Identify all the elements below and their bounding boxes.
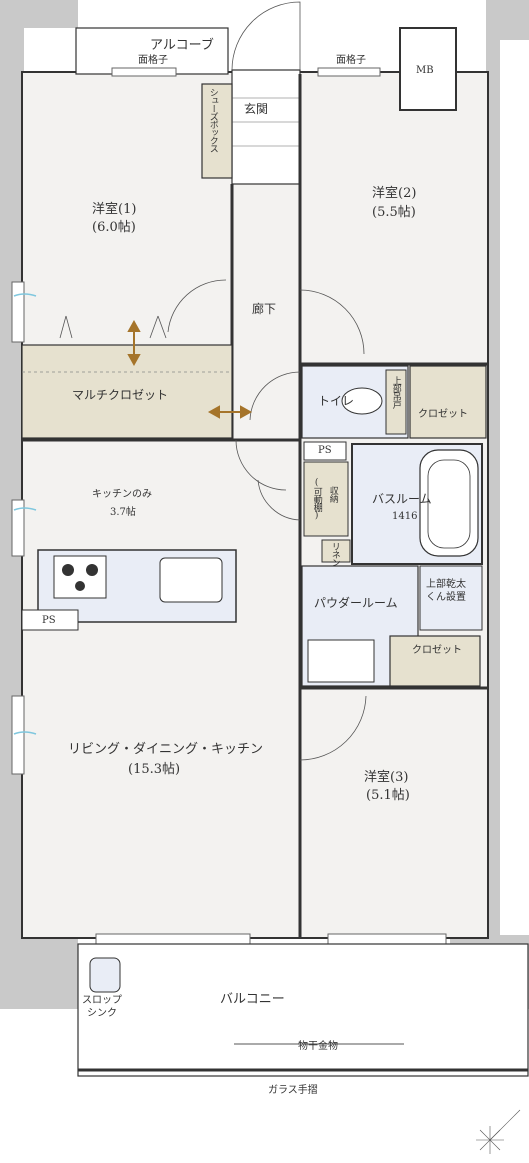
closet-upper-label: クロゼット (418, 409, 468, 420)
balcony-label: バルコニー (220, 992, 285, 1007)
kitchen-sink (159, 557, 223, 603)
ps-mid-label: PS (318, 445, 332, 456)
toilet-fixture (341, 387, 383, 415)
alcove-area (75, 27, 229, 75)
mb-box (399, 27, 457, 111)
western-room-2-size: (5.5帖) (372, 205, 416, 220)
western-room-3-size: (5.1帖) (366, 788, 410, 803)
multi-closet (21, 344, 233, 439)
corridor-label: 廊下 (252, 302, 277, 316)
bath-size-label: 1416 (392, 511, 418, 522)
bathroom-label: バスルーム (372, 492, 432, 506)
linen-label: リネン (329, 542, 340, 566)
window-bottom-left (95, 933, 251, 945)
window-top-left (111, 67, 177, 77)
alcove-label: アルコーブ (150, 38, 214, 53)
entrance-label: 玄関 (244, 102, 269, 116)
closet-lower-label: クロゼット (412, 645, 462, 656)
linen-box (321, 539, 351, 563)
kitchen-only-label: キッチンのみ (92, 489, 152, 500)
kitchen-size-label: 3.7帖 (110, 507, 136, 518)
shoe-box (201, 83, 233, 179)
ps-kitchen-label: PS (42, 615, 56, 626)
ldk-size: (15.3帖) (128, 762, 181, 777)
stove (53, 555, 107, 599)
multi-closet-label: マルチクロゼット (72, 388, 169, 402)
slop-sink-label: スロップシンク (82, 995, 122, 1019)
powder-room-label: パウダールーム (314, 596, 398, 610)
compass-icon (476, 1109, 521, 1154)
upper-storage-label: 上部吊戸 (390, 376, 401, 408)
balcony-area (77, 943, 529, 1077)
window-left-2 (11, 499, 25, 557)
toilet-label: トイレ (318, 394, 355, 408)
shoe-box-label: シューズボックス (207, 88, 218, 152)
dryer-label: 上部乾太くん設置 (426, 579, 466, 603)
entrance-area (231, 69, 301, 185)
window-bottom-right (327, 933, 447, 945)
grille-right-label: 面格子 (336, 55, 366, 66)
western-room-1-name: 洋室(1) (92, 202, 137, 217)
ldk-name: リビング・ダイニング・キッチン (68, 742, 264, 757)
storage-label: 収納 (327, 486, 338, 502)
window-top-right (317, 67, 381, 77)
closet-lower (389, 635, 481, 687)
window-left-3 (11, 695, 25, 775)
closet-upper (409, 365, 487, 439)
western-room-1-size: (6.0帖) (92, 220, 136, 235)
upper-cabinet (385, 369, 407, 435)
mb-label: MB (416, 65, 434, 76)
western-room-2-name: 洋室(2) (372, 186, 417, 201)
ps-box-mid (303, 441, 347, 461)
window-left-1 (11, 281, 25, 343)
slop-sink (89, 957, 121, 993)
storage-movable-label: (可動棚) (311, 478, 322, 520)
western-room-3-name: 洋室(3) (364, 770, 409, 785)
grille-left-label: 面格子 (138, 55, 168, 66)
bathtub (419, 449, 479, 557)
storage-shelf (303, 461, 349, 537)
laundry-hardware-label: 物干金物 (298, 1041, 338, 1052)
glass-rail-label: ガラス手摺 (268, 1085, 318, 1096)
dryer-unit (419, 565, 483, 631)
ps-box-kitchen (21, 609, 79, 631)
wash-basin (307, 639, 375, 683)
